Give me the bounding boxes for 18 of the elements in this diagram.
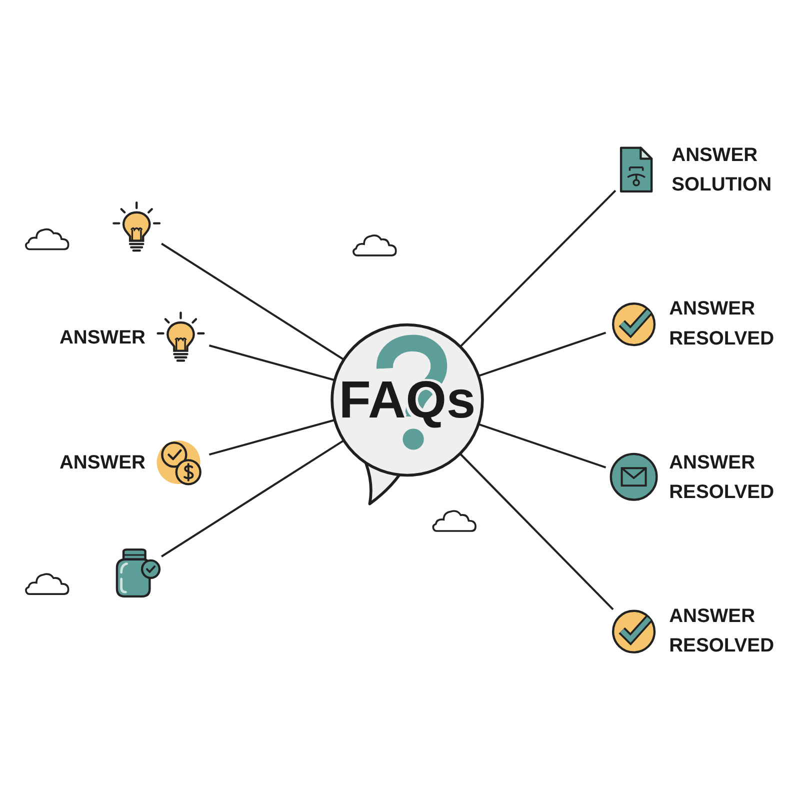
node-label: RESOLVED — [669, 480, 774, 502]
connector — [160, 440, 344, 558]
connector — [459, 452, 614, 610]
connector — [478, 332, 606, 377]
node-label: ANSWER — [669, 604, 756, 626]
node-label: RESOLVED — [669, 634, 774, 656]
node-label: SOLUTION — [672, 172, 772, 195]
node-label: ANSWER — [672, 144, 758, 166]
node-label: ANSWER — [59, 326, 146, 348]
connector — [208, 344, 335, 382]
node-label: ANSWER — [669, 298, 756, 320]
connector — [478, 423, 606, 468]
node-label: ANSWER — [59, 451, 146, 473]
node-label: RESOLVED — [669, 326, 774, 348]
connector — [460, 190, 616, 348]
connector — [160, 242, 344, 360]
node-label: ANSWER — [669, 451, 756, 473]
connector — [208, 418, 335, 456]
